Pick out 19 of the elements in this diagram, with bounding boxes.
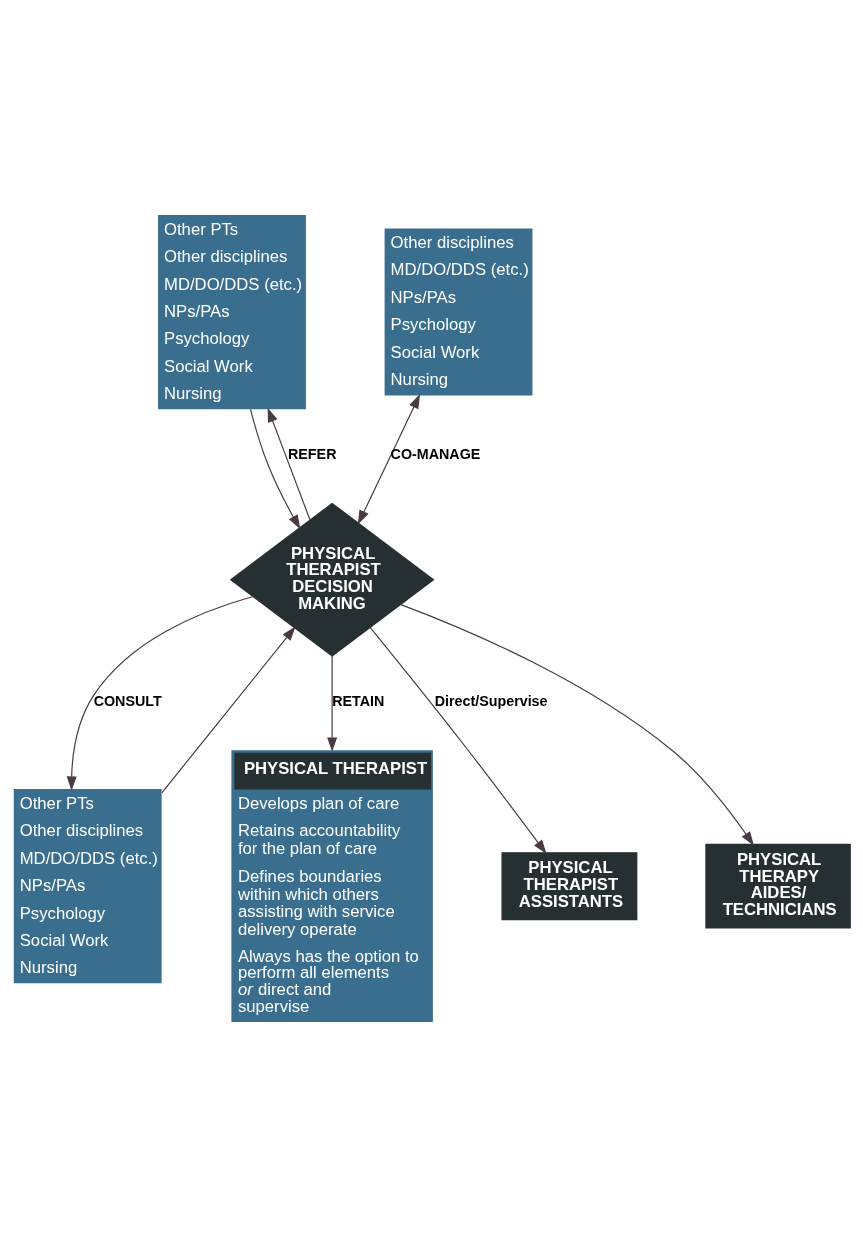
node-box: Other disciplines MD/DO/DDS (etc.) NPs/PAs Psychology Social Work Nursing — [384, 228, 532, 395]
arrow — [326, 655, 337, 752]
edge-label: REFER — [287, 445, 336, 462]
arrow — [369, 626, 547, 854]
arrow — [357, 393, 420, 525]
node-box: PHYSICAL THERAPY AIDES/ TECHNICIANS — [704, 843, 851, 928]
node-box: Other PTs Other disciplines MD/DO/DDS (etc.) NPs/PAs Psychology Social Work Nursing — [157, 214, 306, 409]
arrow — [160, 625, 296, 793]
edge-label: RETAIN — [331, 692, 384, 709]
edge-label: CO-MANAGE — [390, 445, 480, 462]
node-box: PHYSICAL THERAPIST ASSISTANTS — [500, 851, 637, 920]
node-box: Other PTs Other disciplines MD/DO/DDS (etc.) NPs/PAs Psychology Social Work Nursing — [13, 788, 162, 983]
node-diamond: PHYSICAL THERAPIST DECISION MAKING — [229, 502, 434, 657]
arrow — [267, 407, 311, 520]
edge-label: CONSULT — [93, 692, 162, 709]
arrow — [399, 603, 754, 846]
edge-label: Direct/Supervise — [434, 692, 548, 709]
arrow — [249, 408, 300, 529]
arrow — [66, 595, 254, 791]
